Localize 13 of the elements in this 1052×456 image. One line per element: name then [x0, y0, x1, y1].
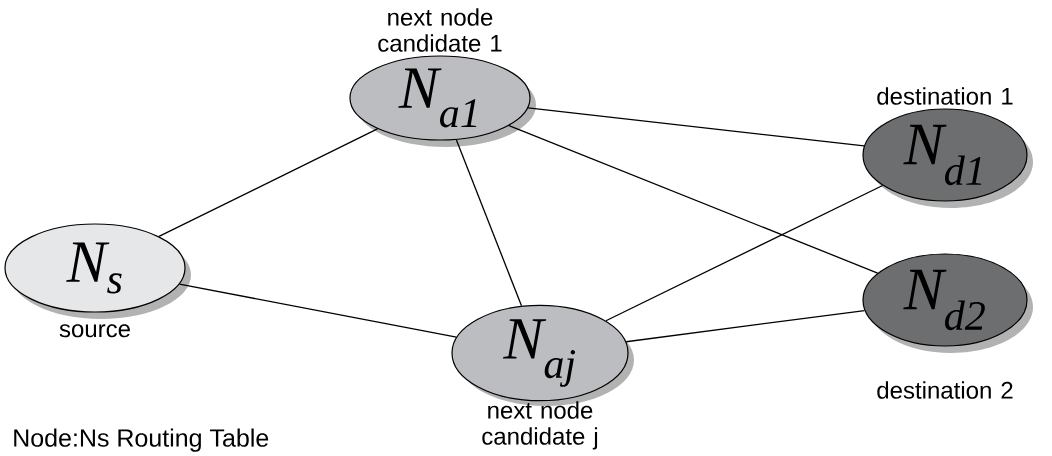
node-caption: next node candidate 1 — [378, 8, 502, 52]
connector-line — [455, 139, 523, 307]
node-caption: destination 2 — [877, 381, 1013, 399]
node-caption: source — [59, 324, 130, 338]
node-caption: next node candidate j — [482, 401, 598, 450]
connector-line — [158, 128, 379, 238]
connector-line — [527, 107, 865, 147]
connector-line — [625, 309, 866, 343]
connector-line — [605, 184, 884, 322]
connector-line — [508, 124, 879, 274]
node-caption: destination 1 — [877, 87, 1013, 105]
table-heading: Node:Ns Routing Table — [14, 428, 269, 452]
connector-line — [178, 283, 458, 338]
